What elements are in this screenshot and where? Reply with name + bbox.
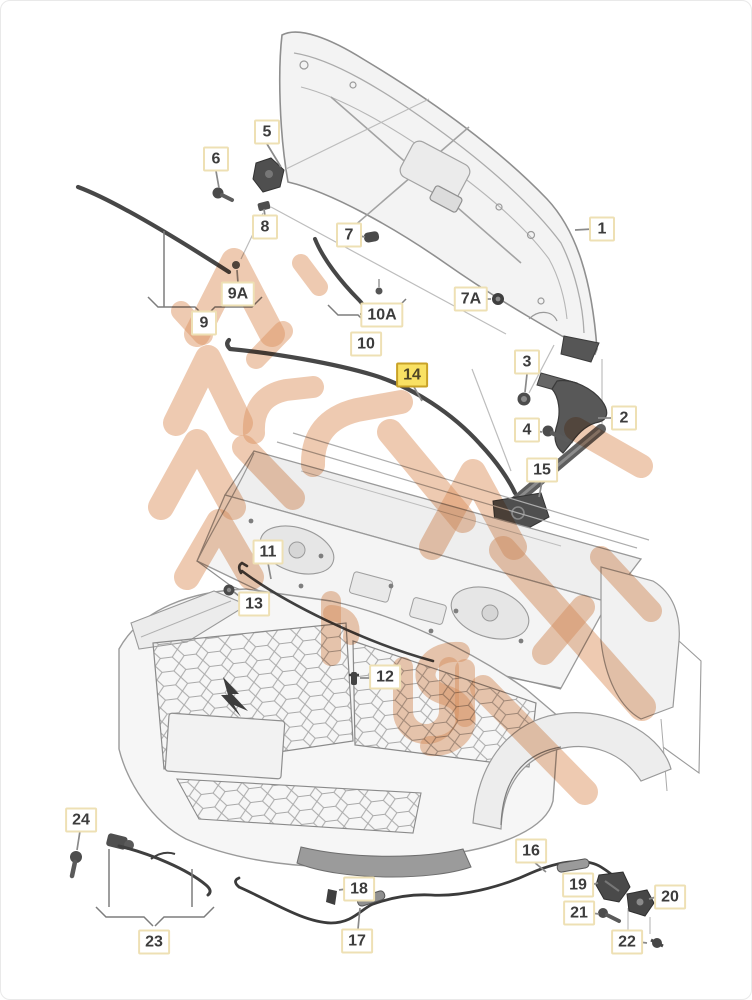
part-callout-24[interactable]: 24 [65,807,97,833]
part-callout-17[interactable]: 17 [341,928,373,954]
part-callout-20[interactable]: 20 [654,884,686,910]
rod-clip-12 [349,672,359,685]
part-callout-13[interactable]: 13 [238,591,270,617]
part-callout-23[interactable]: 23 [138,929,170,955]
lock-catch-20 [626,889,655,917]
part-callout-8[interactable]: 8 [252,214,278,240]
part-callout-9A[interactable]: 9A [220,281,256,307]
harness-bolt-24 [69,851,82,879]
part-callout-22[interactable]: 22 [611,929,643,955]
part-callout-11[interactable]: 11 [252,539,284,565]
wiring-harness-23 [95,833,215,927]
headlight [130,590,249,650]
lock-clip-22 [650,938,664,948]
part-callout-4[interactable]: 4 [514,417,540,443]
hood-panel [278,31,598,356]
hinge-bolt-6 [212,187,234,202]
part-callout-2[interactable]: 2 [611,405,637,431]
seal-clip-10a [375,287,383,295]
lock-bolt-21 [598,908,621,923]
part-callout-12[interactable]: 12 [369,664,401,690]
part-callout-21[interactable]: 21 [563,900,595,926]
release-handle-19 [595,871,631,903]
cable-clip-18 [326,889,337,905]
bracket-23 [95,849,215,927]
part-callout-14[interactable]: 14 [396,362,428,388]
part-callout-7[interactable]: 7 [336,222,362,248]
part-callout-10A[interactable]: 10A [360,302,404,328]
part-callout-19[interactable]: 19 [562,872,594,898]
part-callout-9[interactable]: 9 [191,310,217,336]
hood-hinge-5 [252,157,285,193]
grommet-7a [492,293,504,305]
hinge-clip-8 [257,201,271,211]
part-callout-6[interactable]: 6 [203,146,229,172]
part-callout-3[interactable]: 3 [514,349,540,375]
buffer-bolt-7 [363,231,380,243]
front-splitter [296,846,472,878]
release-cable-16 [234,858,616,925]
hex-nut-3 [517,392,531,406]
lower-intake [176,778,422,834]
part-callout-7A[interactable]: 7A [453,286,489,312]
license-plate-holder [164,712,286,780]
part-callout-18[interactable]: 18 [343,876,375,902]
part-callout-5[interactable]: 5 [254,119,280,145]
cupra-badge [221,677,248,717]
part-callout-10[interactable]: 10 [350,331,382,357]
part-callout-1[interactable]: 1 [589,216,615,242]
part-callout-15[interactable]: 15 [526,457,558,483]
part-callout-16[interactable]: 16 [515,838,547,864]
